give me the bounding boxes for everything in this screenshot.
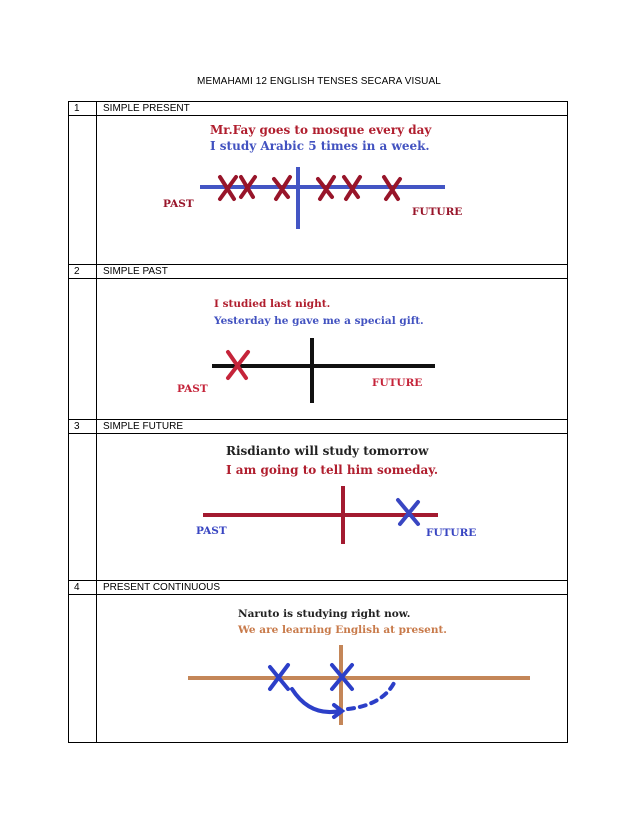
repeated-action-marks bbox=[218, 175, 402, 201]
example-sentence: We are learning English at present. bbox=[237, 624, 447, 636]
cross-mark-icon bbox=[316, 175, 336, 201]
simple-present-timeline: Mr.Fay goes to mosque every day I study … bbox=[100, 117, 560, 257]
example-sentence: Naruto is studying right now. bbox=[238, 608, 410, 620]
row-number: 3 bbox=[74, 421, 80, 432]
arrow-head-icon bbox=[332, 703, 346, 719]
row-divider bbox=[68, 264, 568, 265]
past-label: PAST bbox=[163, 198, 194, 210]
past-label: PAST bbox=[196, 525, 227, 537]
present-continuous-timeline: Naruto is studying right now. We are lea… bbox=[100, 599, 560, 729]
row-number: 1 bbox=[74, 103, 80, 114]
row-divider bbox=[68, 419, 568, 420]
future-label: FUTURE bbox=[412, 206, 462, 218]
table-border-left bbox=[68, 101, 69, 743]
simple-past-timeline: I studied last night. Yesterday he gave … bbox=[100, 288, 560, 408]
cross-mark-icon bbox=[382, 175, 402, 201]
example-sentence: Mr.Fay goes to mosque every day bbox=[210, 123, 432, 137]
row-divider bbox=[68, 278, 568, 279]
cross-mark-icon bbox=[272, 175, 292, 201]
cross-mark-icon bbox=[330, 663, 354, 691]
continuation-arc bbox=[346, 681, 396, 711]
tenses-table bbox=[68, 101, 568, 743]
past-label: PAST bbox=[177, 383, 208, 395]
row-divider bbox=[68, 115, 568, 116]
row-number: 4 bbox=[74, 582, 80, 593]
cross-mark-icon bbox=[218, 175, 238, 201]
simple-future-timeline: Risdianto will study tomorrow I am going… bbox=[100, 440, 560, 560]
cross-mark-icon bbox=[239, 175, 257, 199]
row-divider bbox=[68, 433, 568, 434]
continuous-action-marks bbox=[268, 663, 396, 719]
future-label: FUTURE bbox=[372, 377, 422, 389]
future-label: FUTURE bbox=[426, 527, 476, 539]
row-divider bbox=[68, 580, 568, 581]
example-sentence: Risdianto will study tomorrow bbox=[226, 444, 429, 458]
tense-name: SIMPLE FUTURE bbox=[103, 421, 184, 432]
row-number: 2 bbox=[74, 266, 80, 277]
cross-mark-icon bbox=[342, 175, 362, 201]
cross-mark-icon bbox=[226, 350, 250, 380]
table-column-divider bbox=[96, 101, 97, 743]
example-sentence: I studied last night. bbox=[214, 298, 330, 310]
example-sentence: I am going to tell him someday. bbox=[226, 463, 438, 477]
row-divider bbox=[68, 594, 568, 595]
table-border-right bbox=[567, 101, 568, 743]
tense-name: SIMPLE PAST bbox=[103, 266, 168, 277]
tense-name: SIMPLE PRESENT bbox=[103, 103, 190, 114]
cross-mark-icon bbox=[268, 663, 290, 691]
tense-name: PRESENT CONTINUOUS bbox=[103, 582, 221, 593]
example-sentence: Yesterday he gave me a special gift. bbox=[213, 315, 424, 327]
document-title: MEMAHAMI 12 ENGLISH TENSES SECARA VISUAL bbox=[197, 76, 441, 87]
example-sentence: I study Arabic 5 times in a week. bbox=[210, 139, 430, 153]
cross-mark-icon bbox=[396, 498, 420, 526]
table-border-top bbox=[68, 101, 568, 102]
table-border-bottom bbox=[68, 742, 568, 743]
progress-arc bbox=[290, 687, 342, 714]
